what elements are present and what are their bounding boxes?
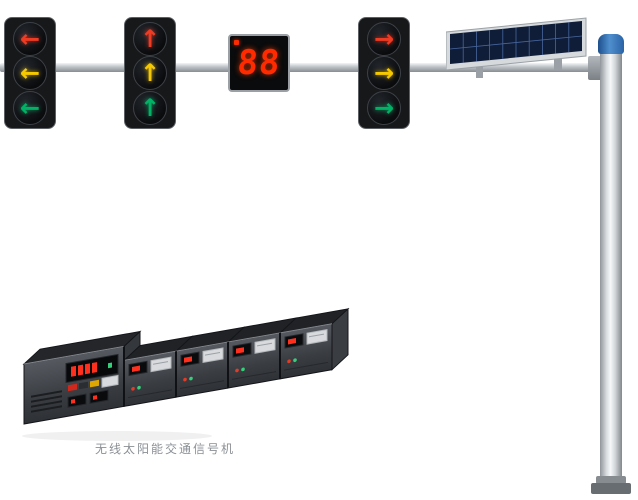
signal-lens: ↑ [133, 21, 167, 56]
signal-lens: ← [13, 90, 47, 125]
pole-base [591, 483, 631, 494]
right-arrow-icon: → [373, 93, 395, 122]
led-digit [236, 347, 244, 354]
master-panel-details [31, 353, 119, 413]
signal-head-straight: ↑ ↑ ↑ [124, 17, 176, 129]
cell-grid [449, 22, 583, 63]
left-arrow-icon: ← [19, 24, 41, 53]
signal-lens: → [367, 90, 401, 125]
label-sticker [202, 347, 224, 364]
signal-head-left-turn: ← ← ← [4, 17, 56, 129]
up-arrow-icon: ↑ [139, 24, 161, 53]
countdown-digits: 88 [235, 43, 283, 83]
right-arrow-icon: → [373, 59, 395, 87]
pole-base-collar [596, 476, 626, 484]
led-digit [85, 363, 90, 375]
module-dividers [123, 332, 281, 407]
mini-display [67, 393, 87, 408]
led-digit [132, 365, 140, 372]
countdown-display: 88 [228, 34, 290, 92]
signal-lens: ← [13, 56, 47, 90]
pole-cap [598, 34, 624, 54]
up-arrow-icon: ↑ [139, 93, 161, 122]
label-sticker [306, 328, 328, 345]
status-led [131, 386, 135, 391]
mini-display-digit [93, 395, 97, 400]
status-led [137, 385, 141, 390]
edge-highlight [24, 345, 124, 365]
mini-display-digit [71, 399, 75, 404]
up-arrow-icon: ↑ [139, 59, 161, 87]
left-arrow-icon: ← [19, 93, 41, 122]
signal-lens: → [367, 21, 401, 56]
led-digit [92, 362, 97, 374]
status-led [293, 358, 297, 363]
label-sticker [254, 338, 276, 354]
led-digit [78, 364, 83, 376]
arm-pole-bracket [588, 56, 603, 80]
right-arrow-icon: → [373, 24, 395, 53]
power-dot-icon [234, 40, 239, 45]
panel-mount [554, 54, 562, 70]
status-led [235, 368, 239, 373]
led-digit [288, 338, 296, 345]
panel-mount [476, 64, 483, 78]
label-sticker [150, 356, 172, 373]
vent-grille [31, 390, 62, 413]
mast-arm [0, 63, 604, 72]
label-sticker [101, 374, 119, 388]
signal-lens: → [367, 56, 401, 90]
yellow-button [90, 379, 99, 388]
signal-lens: ↑ [133, 90, 167, 125]
status-led [241, 367, 245, 372]
module-panel-details [128, 328, 328, 399]
red-button [68, 383, 77, 392]
solar-panel [446, 17, 587, 78]
status-led [287, 359, 291, 364]
cabinet-shadow [22, 431, 212, 441]
left-arrow-icon: ← [19, 59, 41, 87]
led-digit [184, 356, 192, 363]
led-digit [71, 365, 76, 377]
status-led [183, 377, 187, 382]
controller-cabinet [22, 307, 350, 441]
mini-display [89, 389, 109, 404]
status-led [189, 376, 193, 381]
black-button [79, 381, 88, 390]
signal-lens: ↑ [133, 56, 167, 90]
status-led [108, 362, 112, 369]
signal-head-right-turn: → → → [358, 17, 410, 129]
signal-lens: ← [13, 21, 47, 56]
caption-text: 无线太阳能交通信号机 [95, 442, 236, 456]
vertical-pole [600, 50, 622, 486]
